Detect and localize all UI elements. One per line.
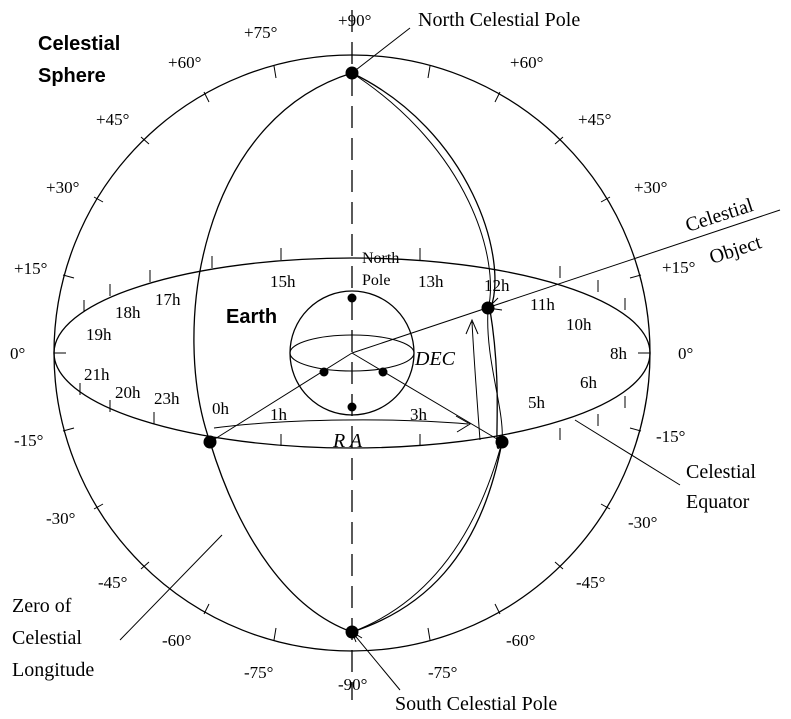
dec-arrow bbox=[465, 318, 479, 335]
line-to-ra-point bbox=[351, 352, 503, 443]
celestial-equator-label-2: Equator bbox=[686, 491, 750, 513]
hour-label-8h: 8h bbox=[610, 344, 628, 363]
dec-label-right-plus45: +45° bbox=[578, 110, 611, 129]
title-line-2: Sphere bbox=[38, 65, 106, 87]
ncp-leader bbox=[351, 27, 411, 74]
ra-point-dot bbox=[495, 435, 509, 449]
dec-label-left-minus15: -15° bbox=[14, 431, 43, 450]
dec-label-right-minus75: -75° bbox=[428, 663, 457, 682]
dec-label-plus90: +90° bbox=[338, 11, 371, 30]
zero-longitude-leader bbox=[119, 534, 223, 641]
dec-label-right-zero: 0° bbox=[678, 344, 693, 363]
celestial-object-dot bbox=[481, 301, 495, 315]
zero-longitude-label-2: Celestial bbox=[12, 627, 82, 649]
dec-label-right-plus15: +15° bbox=[662, 258, 695, 277]
line-to-celestial-object bbox=[351, 209, 781, 354]
earth-right-dot bbox=[378, 367, 388, 377]
north-pole-label-2: Pole bbox=[362, 272, 390, 289]
dec-label-left-plus15: +15° bbox=[14, 259, 47, 278]
zero-point-dot bbox=[203, 435, 217, 449]
dec-label-left-minus75: -75° bbox=[244, 663, 273, 682]
dec-label-minus90: -90° bbox=[338, 675, 367, 694]
hour-label-20h: 20h bbox=[115, 383, 141, 402]
ra-arc bbox=[213, 419, 469, 429]
dec-label-left-plus45: +45° bbox=[96, 110, 129, 129]
hour-label-5h: 5h bbox=[528, 393, 546, 412]
hour-label-18h: 18h bbox=[115, 303, 141, 322]
dec-label-right-minus45: -45° bbox=[576, 573, 605, 592]
hour-label-12h: 12h bbox=[484, 276, 510, 295]
object-meridian bbox=[351, 72, 503, 633]
dec-label-left-plus30: +30° bbox=[46, 178, 79, 197]
hour-ticks bbox=[79, 248, 626, 446]
dec-label-left-minus45: -45° bbox=[98, 573, 127, 592]
south-celestial-pole-dot bbox=[345, 625, 359, 639]
earth-left-dot bbox=[319, 367, 329, 377]
hour-label-19h: 19h bbox=[86, 325, 112, 344]
north-celestial-pole-label: North Celestial Pole bbox=[418, 9, 580, 31]
north-celestial-pole-dot bbox=[345, 66, 359, 80]
dec-label-left-minus30: -30° bbox=[46, 509, 75, 528]
dec-label-right-plus60: +60° bbox=[510, 53, 543, 72]
hour-label-15h: 15h bbox=[270, 272, 296, 291]
hour-label-10h: 10h bbox=[566, 315, 592, 334]
hour-label-23h: 23h bbox=[154, 389, 180, 408]
dec-arc bbox=[471, 321, 481, 441]
hour-label-21h: 21h bbox=[84, 365, 110, 384]
dec-label-left-plus75: +75° bbox=[244, 23, 277, 42]
dec-label-left-minus60: -60° bbox=[162, 631, 191, 650]
zero-longitude-label-1: Zero of bbox=[12, 595, 72, 617]
ra-label: R A bbox=[332, 430, 363, 452]
dec-label-right-minus60: -60° bbox=[506, 631, 535, 650]
line-to-zero-point bbox=[209, 352, 353, 443]
south-celestial-pole-label: South Celestial Pole bbox=[395, 693, 557, 715]
scp-leader bbox=[351, 631, 401, 691]
earth-south-pole-dot bbox=[347, 402, 357, 412]
hour-label-11h: 11h bbox=[530, 295, 555, 314]
celestial-object-label-2: Object bbox=[707, 231, 765, 269]
hour-label-13h: 13h bbox=[418, 272, 444, 291]
zero-longitude-meridian bbox=[193, 72, 353, 633]
dec-label-left-zero: 0° bbox=[10, 344, 25, 363]
title-line-1: Celestial bbox=[38, 33, 120, 55]
celestial-equator-label-1: Celestial bbox=[686, 461, 756, 483]
hour-label-17h: 17h bbox=[155, 290, 181, 309]
declination-ticks bbox=[54, 65, 650, 641]
north-pole-label-1: North bbox=[362, 250, 399, 267]
earth-equator bbox=[289, 334, 415, 372]
hour-label-3h: 3h bbox=[410, 405, 428, 424]
hour-label-6h: 6h bbox=[580, 373, 598, 392]
dec-label-left-plus60: +60° bbox=[168, 53, 201, 72]
equator-leader bbox=[574, 419, 681, 486]
earth-north-pole-dot bbox=[347, 293, 357, 303]
dec-label-right-minus15: -15° bbox=[656, 427, 685, 446]
hour-label-0h: 0h bbox=[212, 399, 230, 418]
dec-label: DEC bbox=[414, 348, 456, 370]
dec-label-right-plus30: +30° bbox=[634, 178, 667, 197]
zero-longitude-label-3: Longitude bbox=[12, 659, 94, 681]
ra-arrow bbox=[455, 415, 471, 433]
dec-label-right-minus30: -30° bbox=[628, 513, 657, 532]
hour-label-1h: 1h bbox=[270, 405, 288, 424]
object-meridian-back bbox=[351, 72, 503, 633]
earth-label: Earth bbox=[226, 306, 277, 328]
